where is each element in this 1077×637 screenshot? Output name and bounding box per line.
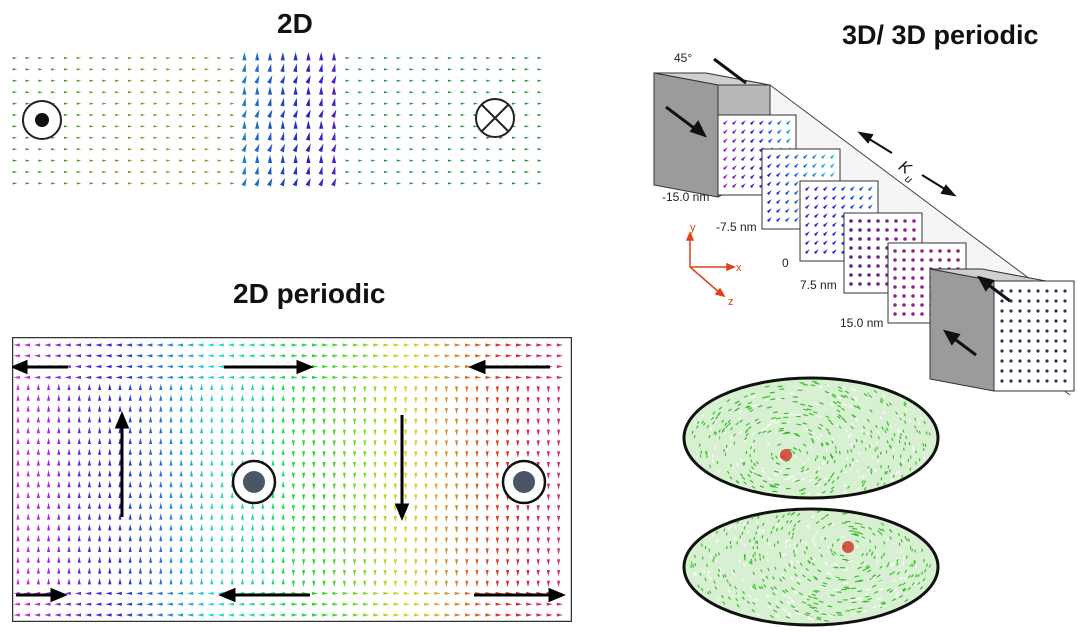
position-label-2: -7.5 nm	[716, 220, 757, 234]
disk-upper	[680, 373, 942, 503]
position-label-4: 7.5 nm	[800, 278, 837, 292]
panel-3d-diagram: 45° -15.0 nm -7.5 nm 0 7.5 nm 15.0 nm K …	[650, 45, 1075, 395]
angle-label: 45°	[674, 51, 692, 65]
axis-triad	[687, 233, 734, 296]
position-label-5: 15.0 nm	[840, 316, 883, 330]
position-label-1: -15.0 nm	[662, 190, 709, 204]
vortex-core-out-marker	[23, 101, 61, 139]
panel-2d-vectors	[13, 52, 542, 186]
axis-y-label: y	[690, 222, 696, 234]
title-2d-periodic: 2D periodic	[233, 278, 385, 310]
panel-2d-periodic	[12, 337, 572, 622]
title-2d: 2D	[277, 8, 313, 40]
vortex-core-marker-left	[233, 461, 275, 503]
position-label-3: 0	[782, 256, 789, 270]
panel-2d	[8, 38, 553, 198]
vortex-core-marker-right	[503, 461, 545, 503]
axis-z-label: z	[728, 296, 734, 308]
disk-lower	[680, 505, 942, 630]
axis-x-label: x	[736, 262, 742, 274]
vortex-core-in-marker	[476, 99, 514, 137]
